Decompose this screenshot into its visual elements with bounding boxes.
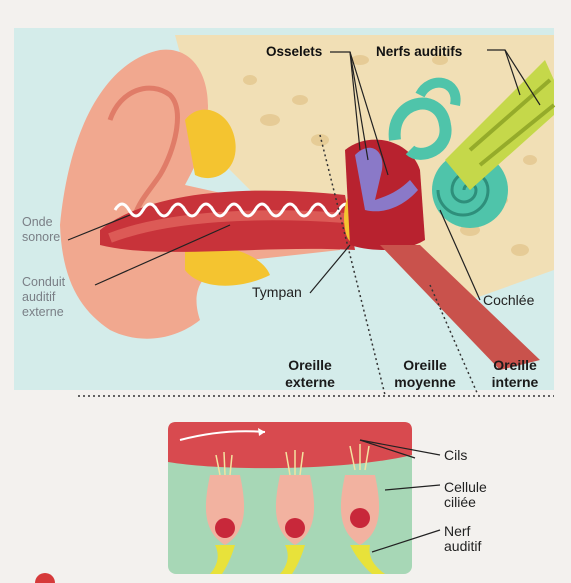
label-osselets: Osselets	[266, 44, 322, 59]
label-conduit-line3: externe	[22, 305, 65, 320]
label-cellule-line1: Cellule	[444, 480, 487, 495]
label-onde-sonore-line1: Onde	[22, 215, 60, 230]
label-onde-sonore-line2: sonore	[22, 230, 60, 245]
label-nerf-line1: Nerf	[444, 524, 481, 539]
region-moyenne-line2: moyenne	[385, 374, 465, 391]
label-nerf-auditif: Nerf auditif	[444, 524, 481, 554]
label-cils: Cils	[444, 448, 467, 463]
label-conduit-auditif: Conduit auditif externe	[22, 275, 65, 320]
region-externe-line1: Oreille	[275, 357, 345, 374]
hair-cells	[206, 475, 379, 545]
region-oreille-externe: Oreille externe	[275, 357, 345, 391]
label-conduit-line2: auditif	[22, 290, 65, 305]
label-conduit-line1: Conduit	[22, 275, 65, 290]
label-cellule-line2: ciliée	[444, 495, 487, 510]
label-nerf-line2: auditif	[444, 539, 481, 554]
label-cochlee: Cochlée	[483, 293, 534, 308]
region-externe-line2: externe	[275, 374, 345, 391]
label-cellule-ciliee: Cellule ciliée	[444, 480, 487, 510]
region-oreille-interne: Oreille interne	[475, 357, 555, 391]
region-oreille-moyenne: Oreille moyenne	[385, 357, 465, 391]
label-tympan: Tympan	[252, 285, 302, 300]
label-onde-sonore: Onde sonore	[22, 215, 60, 245]
region-interne-line2: interne	[475, 374, 555, 391]
region-moyenne-line1: Oreille	[385, 357, 465, 374]
region-interne-line1: Oreille	[475, 357, 555, 374]
label-nerfs-auditifs: Nerfs auditifs	[376, 44, 462, 59]
